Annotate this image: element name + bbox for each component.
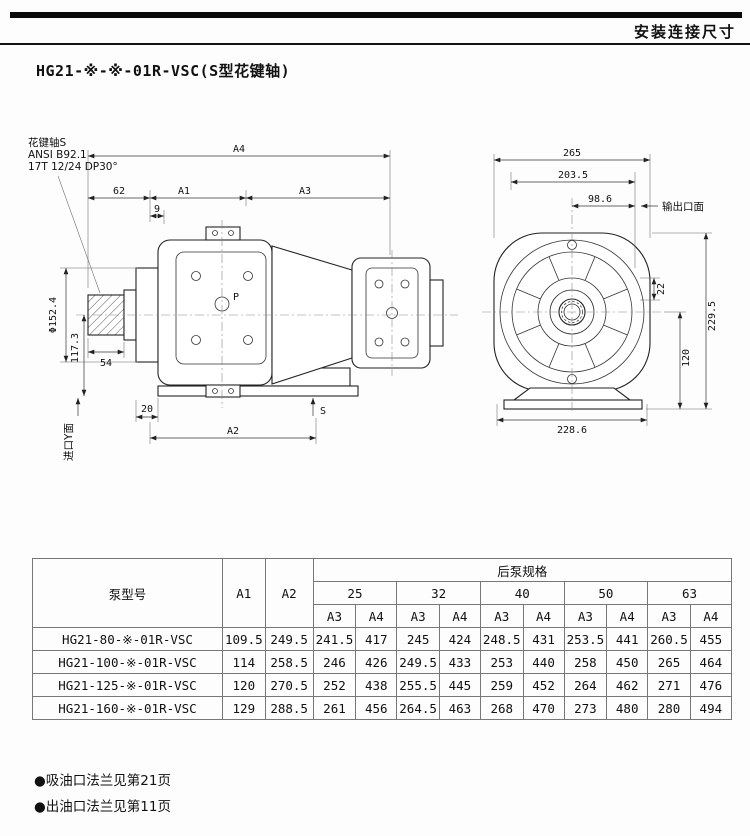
spline-note-line3: 17T 12/24 DP30°: [28, 161, 118, 173]
header-rule: [0, 43, 750, 45]
port-P-label: P: [233, 292, 239, 303]
dim-phi152-label: Φ152.4: [48, 297, 59, 333]
top-rule-bar: [10, 12, 742, 18]
rear-flange: [429, 279, 444, 347]
pump-front-view: [482, 198, 664, 414]
table-header-row-1: 泵型号 A1 A2 后泵规格: [32, 558, 732, 628]
size-50: 50: [563, 581, 649, 605]
dim-9-label: 9: [154, 204, 160, 215]
table-header-row-2: 25 32 40 50 63: [33, 581, 732, 605]
port-S-label: S: [320, 406, 326, 417]
dim-203-label: 203.5: [558, 170, 588, 181]
spline-note-line2: ANSI B92.1: [28, 149, 87, 161]
dim-54-label: 54: [100, 358, 112, 369]
size-63: 63: [647, 581, 732, 605]
dim-A4-label: A4: [233, 144, 245, 155]
col-header-rear-pump-spec: 后泵规格: [312, 558, 732, 582]
doc-title: HG21-※-※-01R-VSC(S型花键轴): [36, 62, 291, 80]
web-spokes: [516, 256, 628, 368]
col-header-a1: A1: [222, 558, 266, 628]
model-cell: HG21-125-※-01R-VSC: [32, 673, 223, 697]
dim-98-label: 98.6: [588, 194, 612, 205]
inlet-face-label: 进口Y面: [63, 423, 75, 461]
dim-62-label: 62: [113, 186, 125, 197]
dim-120-label: 120: [681, 349, 692, 367]
spline-note-line1: 花键轴S: [28, 136, 66, 149]
dim-117-label: 117.3: [70, 333, 81, 363]
footnotes: ●吸油口法兰见第21页 ●出油口法兰见第11页: [34, 768, 171, 820]
col-header-model: 泵型号: [32, 558, 223, 628]
dim-265-label: 265: [563, 148, 581, 159]
top-port-boss: [205, 226, 241, 241]
dim-22-label: 22: [656, 283, 667, 295]
bottom-port-boss: [205, 384, 241, 398]
dim-20-label: 20: [141, 404, 153, 415]
size-40: 40: [479, 581, 565, 605]
note-suction-flange: ●吸油口法兰见第21页: [34, 773, 171, 789]
dim-228-label: 228.6: [557, 425, 587, 436]
dim-A3-label: A3: [299, 186, 311, 197]
note-outlet-flange: ●出油口法兰见第11页: [34, 799, 171, 815]
side-view-dimensions: A4 62 A1 A3 9 Φ152.4 117.3 54: [48, 144, 391, 461]
technical-drawing: P 花键轴S ANSI B92.1 17T 12/24 DP30° A4 62 …: [28, 136, 718, 461]
front-pump-face: [175, 251, 267, 365]
outlet-face-label: 输出口面: [662, 200, 704, 213]
model-cell: HG21-80-※-01R-VSC: [32, 627, 223, 651]
spline-note: 花键轴S ANSI B92.1 17T 12/24 DP30°: [28, 136, 118, 294]
model-cell: HG21-160-※-01R-VSC: [32, 696, 223, 720]
dim-A1-label: A1: [178, 186, 190, 197]
mount-base-plate: [157, 385, 359, 397]
dim-A2-label: A2: [227, 426, 239, 437]
size-25: 25: [312, 581, 398, 605]
size-32: 32: [396, 581, 481, 605]
front-view-dimensions: 265 203.5 98.6 输出口面 22 120 229.5 228.6: [493, 148, 718, 436]
model-cell: HG21-100-※-01R-VSC: [32, 650, 223, 674]
dim-229-label: 229.5: [707, 301, 718, 331]
front-base-plate: [503, 399, 643, 410]
pump-side-view: P: [76, 220, 458, 408]
spline-leader-line: [57, 175, 101, 294]
page-header-title: 安装连接尺寸: [633, 23, 736, 41]
front-pump-body: [157, 239, 273, 386]
spline-circle: [561, 301, 583, 323]
col-header-a2: A2: [264, 558, 314, 628]
